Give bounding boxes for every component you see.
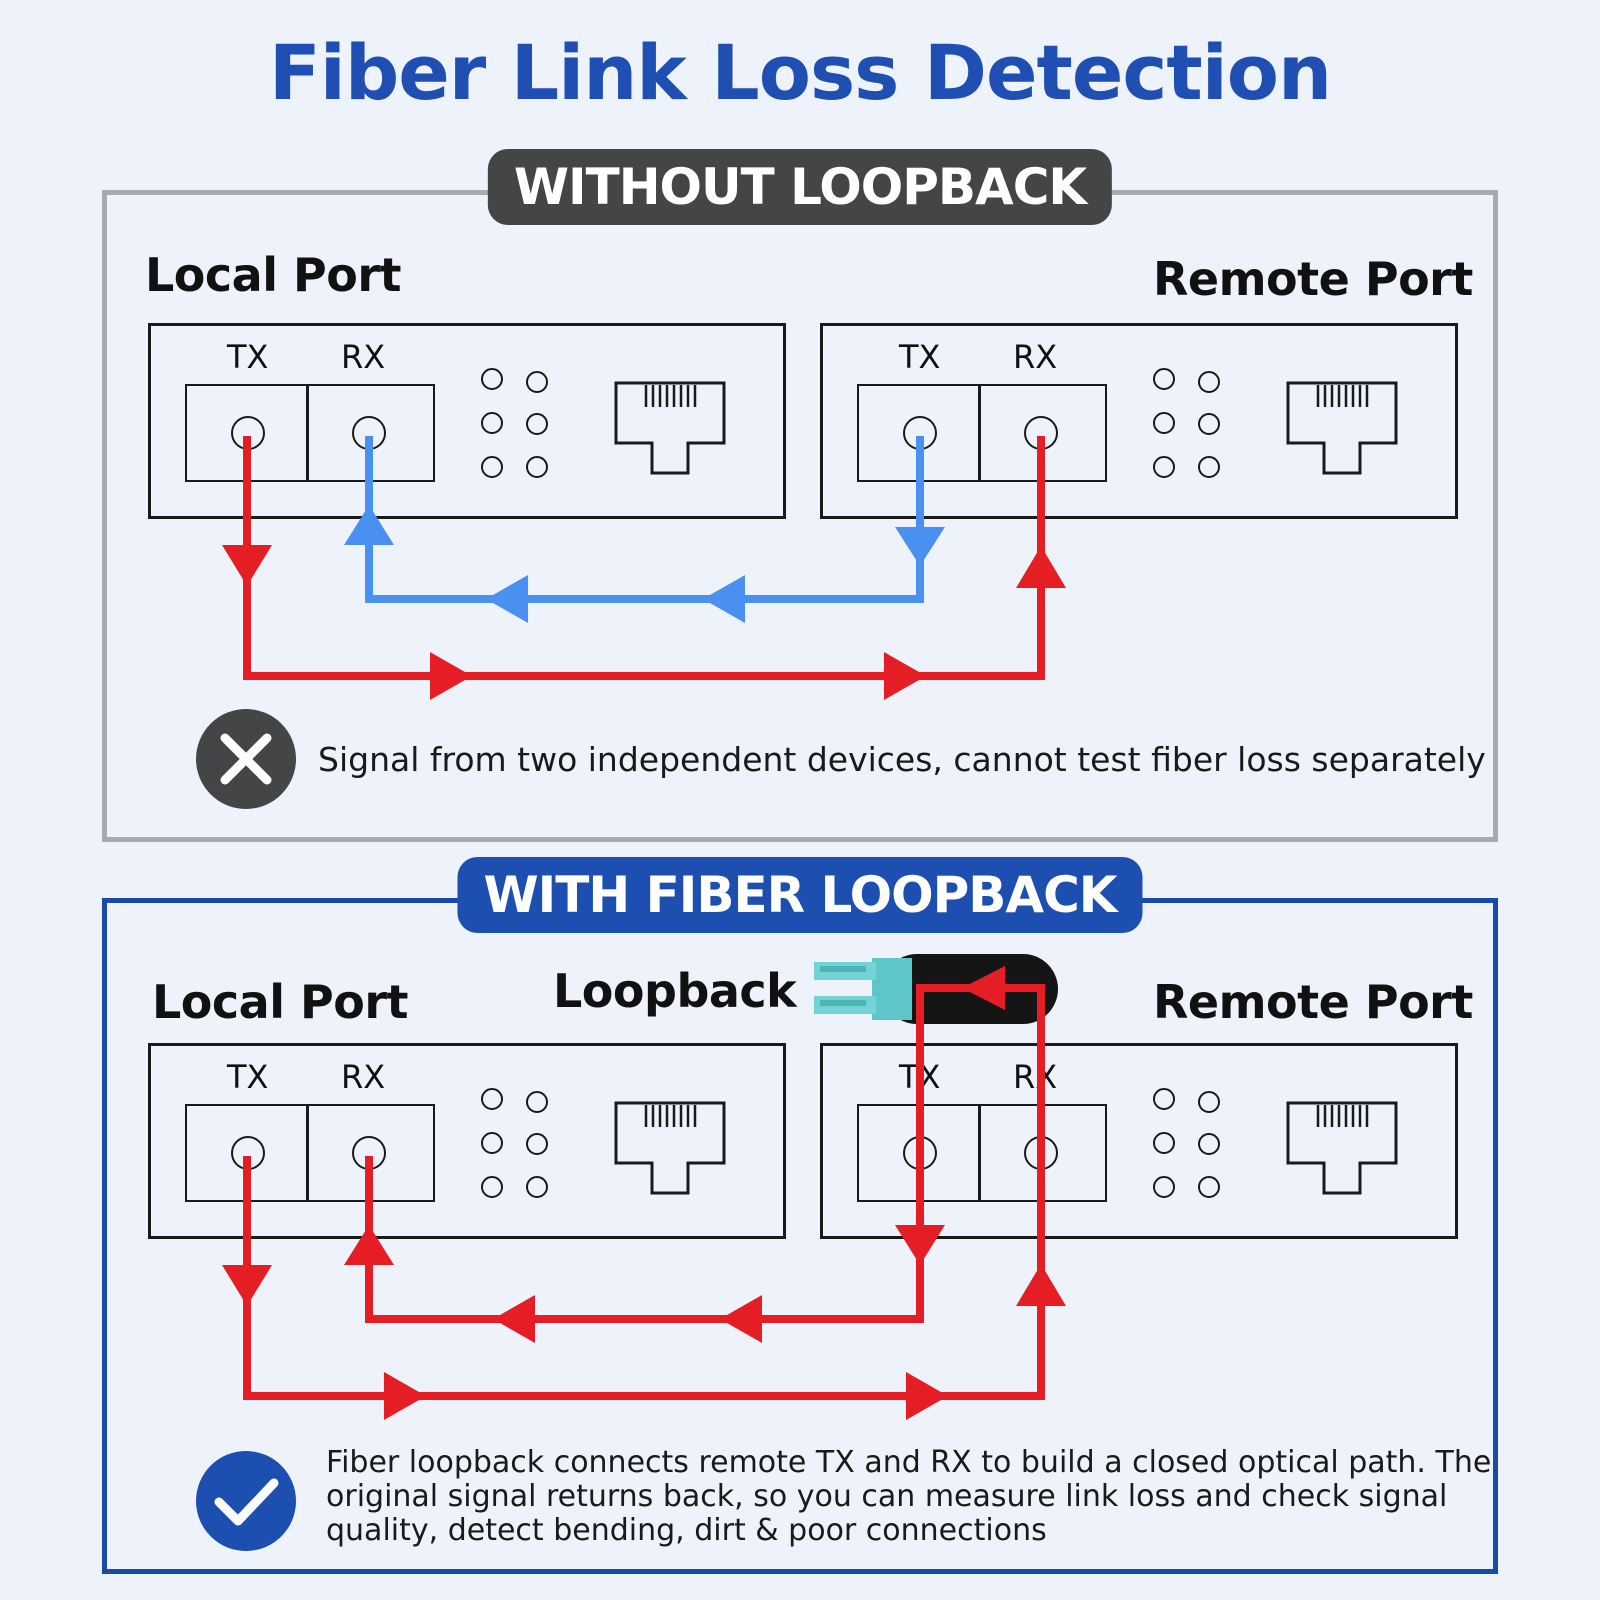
status-led: [1153, 1088, 1175, 1110]
rx-port: [306, 384, 435, 482]
ethernet-port-icon: [1286, 1101, 1398, 1195]
without-note: Signal from two independent devices, can…: [318, 740, 1486, 779]
status-led: [481, 1176, 503, 1198]
status-led: [1153, 456, 1175, 478]
tx-port: [857, 1104, 981, 1202]
local-port-label: Local Port: [152, 975, 409, 1029]
rx-label: RX: [341, 1058, 386, 1096]
tx-label: TX: [899, 1058, 941, 1096]
loopback-label: Loopback: [553, 964, 797, 1018]
status-led: [1198, 371, 1220, 393]
status-led: [481, 368, 503, 390]
status-led: [1153, 1132, 1175, 1154]
without-loopback-badge: WITHOUT LOOPBACK: [487, 149, 1113, 225]
tx-jack: [231, 416, 265, 450]
status-led: [526, 1091, 548, 1113]
status-led: [1198, 1176, 1220, 1198]
ethernet-port-icon: [614, 1101, 726, 1195]
rx-port: [978, 1104, 1107, 1202]
status-led: [526, 413, 548, 435]
remote-device: TX RX: [820, 1043, 1458, 1239]
ethernet-port-icon: [614, 381, 726, 475]
x-circle-icon: [196, 709, 296, 809]
status-led: [1198, 413, 1220, 435]
tx-jack: [231, 1136, 265, 1170]
rx-label: RX: [1013, 338, 1058, 376]
remote-device: TX RX: [820, 323, 1458, 519]
status-led: [526, 371, 548, 393]
with-note-line-3: quality, detect bending, dirt & poor con…: [326, 1513, 1047, 1548]
tx-port: [185, 1104, 309, 1202]
rx-jack: [352, 1136, 386, 1170]
with-loopback-panel: WITH FIBER LOOPBACK: [102, 857, 1498, 1574]
without-loopback-panel: WITHOUT LOOPBACK: [102, 149, 1498, 842]
remote-port-label: Remote Port: [1153, 252, 1473, 306]
tx-port: [857, 384, 981, 482]
rx-label: RX: [1013, 1058, 1058, 1096]
local-device: TX RX: [148, 1043, 786, 1239]
status-led: [481, 456, 503, 478]
tx-port: [185, 384, 309, 482]
rx-jack: [1024, 1136, 1058, 1170]
with-note-line-1: Fiber loopback connects remote TX and RX…: [326, 1445, 1492, 1480]
tx-label: TX: [899, 338, 941, 376]
status-led: [526, 1176, 548, 1198]
rx-jack: [352, 416, 386, 450]
with-note-line-2: original signal returns back, so you can…: [326, 1479, 1448, 1514]
remote-port-label: Remote Port: [1153, 975, 1473, 1029]
tx-jack: [903, 416, 937, 450]
status-led: [526, 1133, 548, 1155]
check-circle-icon: [196, 1451, 296, 1551]
status-led: [481, 1088, 503, 1110]
rx-jack: [1024, 416, 1058, 450]
status-led: [481, 412, 503, 434]
status-led: [1198, 1091, 1220, 1113]
status-led: [1198, 456, 1220, 478]
local-device: TX RX: [148, 323, 786, 519]
tx-label: TX: [227, 1058, 269, 1096]
loopback-connector-icon: [814, 954, 1058, 1024]
page-title: Fiber Link Loss Detection: [268, 28, 1332, 117]
status-led: [1198, 1133, 1220, 1155]
status-led: [1153, 368, 1175, 390]
status-led: [1153, 1176, 1175, 1198]
rx-port: [306, 1104, 435, 1202]
tx-label: TX: [227, 338, 269, 376]
rx-port: [978, 384, 1107, 482]
ethernet-port-icon: [1286, 381, 1398, 475]
with-loopback-badge: WITH FIBER LOOPBACK: [457, 857, 1143, 933]
local-port-label: Local Port: [145, 248, 402, 302]
status-led: [526, 456, 548, 478]
tx-jack: [903, 1136, 937, 1170]
status-led: [481, 1132, 503, 1154]
status-led: [1153, 412, 1175, 434]
rx-label: RX: [341, 338, 386, 376]
